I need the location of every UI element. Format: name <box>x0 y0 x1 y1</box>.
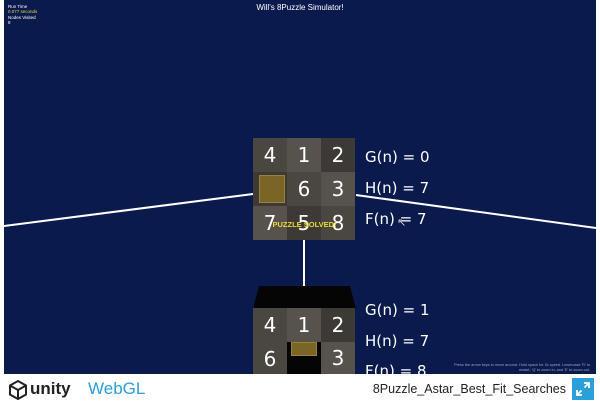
tile: 8 <box>321 206 355 240</box>
tile: 3 <box>321 342 355 374</box>
blank-tile-marker <box>291 342 317 356</box>
tile: 2 <box>321 138 355 172</box>
fullscreen-button[interactable] <box>572 378 594 400</box>
game-title: Will's 8Puzzle Simulator! <box>256 3 344 12</box>
tree-edge-right <box>355 194 596 229</box>
g-cost-child: G(n) = 1 <box>365 301 430 319</box>
webgl-brand-text: WebGL <box>88 379 146 398</box>
h-cost-child: H(n) = 7 <box>365 332 430 350</box>
f-cost-child: F(n) = 8 <box>365 362 427 374</box>
tile: 1 <box>287 138 321 172</box>
tile: 6 <box>253 342 287 374</box>
game-canvas[interactable]: Will's 8Puzzle Simulator! Run Time 0.077… <box>4 0 596 374</box>
build-title: 8Puzzle_Astar_Best_Fit_Searches <box>372 382 566 396</box>
f-cost-root: F(n) = 7 <box>365 210 427 228</box>
tile-blank <box>287 342 321 374</box>
blank-tile-marker <box>259 175 285 203</box>
tile-blank <box>253 172 287 206</box>
tile: 4 <box>253 308 287 342</box>
tile: 7 <box>253 206 287 240</box>
tile: 3 <box>321 172 355 206</box>
unity-brand-text: unity <box>30 379 71 398</box>
tile: 6 <box>287 172 321 206</box>
nodes-visited-value: 8 <box>8 20 11 25</box>
run-time-value: 0.077 seconds <box>8 9 38 14</box>
tile: 1 <box>287 308 321 342</box>
puzzle-solved-label: PUZZLE SOLVED! <box>272 220 337 229</box>
tile: 4 <box>253 138 287 172</box>
expand-icon <box>576 382 590 396</box>
puzzle-board-root: 4 1 2 6 3 7 5 8 <box>253 138 356 240</box>
nodes-visited-label: Nodes Visited <box>8 15 36 20</box>
puzzle-board-child: 4 1 2 6 3 <box>253 286 356 374</box>
board-top-face <box>253 286 356 309</box>
run-time-label: Run Time <box>8 4 28 9</box>
g-cost-root: G(n) = 0 <box>365 148 430 166</box>
h-cost-root: H(n) = 7 <box>365 179 430 197</box>
controls-hint: Press the arrow keys to move around. Hol… <box>454 363 590 372</box>
unity-logo-icon <box>9 380 27 400</box>
tile: 2 <box>321 308 355 342</box>
unity-footer: unity WebGL 8Puzzle_Astar_Best_Fit_Searc… <box>0 374 600 405</box>
mouse-cursor-icon: ↖ <box>397 217 407 229</box>
search-tree-edges <box>4 193 596 290</box>
tile: 5 <box>287 206 321 240</box>
tree-edge-left <box>4 193 254 227</box>
